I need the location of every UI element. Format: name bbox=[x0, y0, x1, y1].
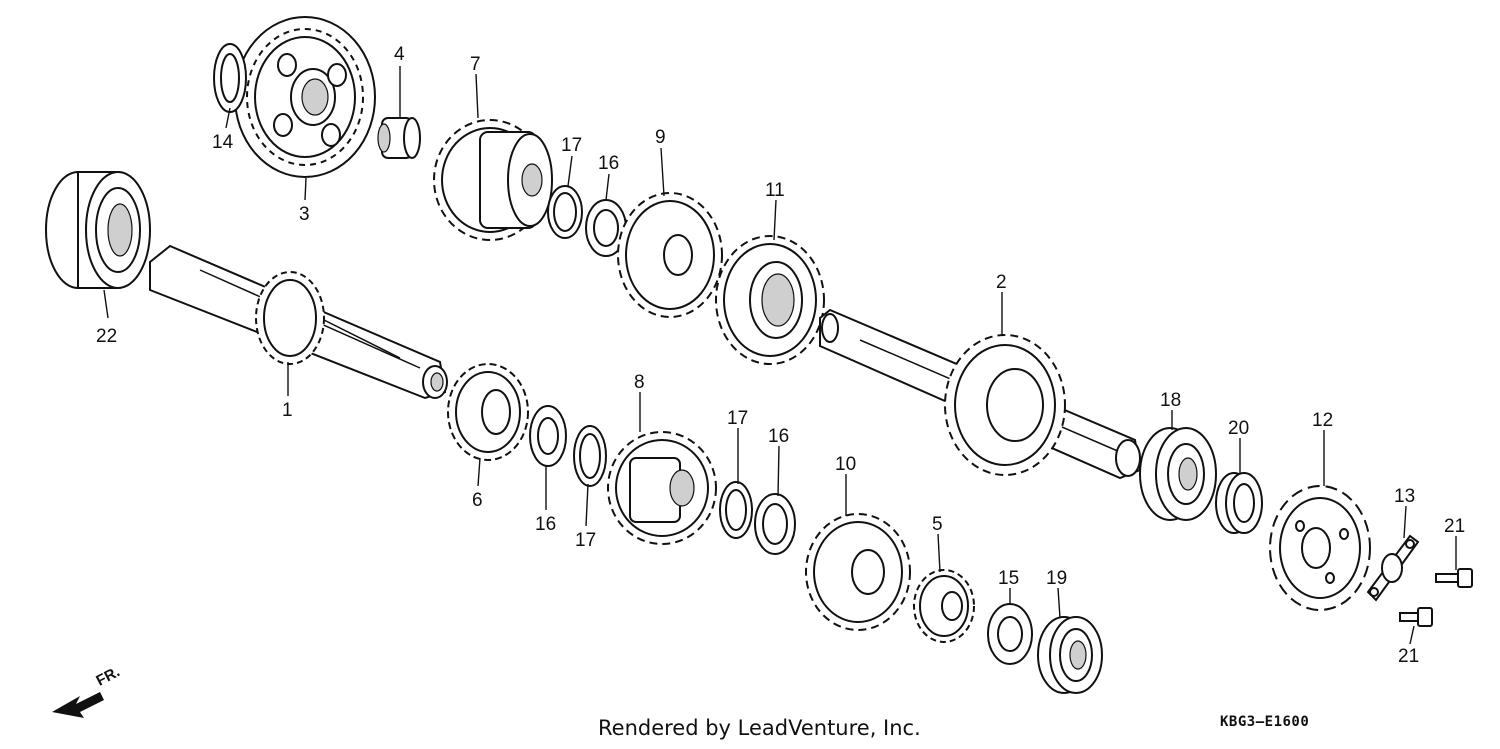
callout-8[interactable]: 8 bbox=[634, 372, 645, 393]
bushing-part-4[interactable] bbox=[377, 117, 421, 159]
callout-18[interactable]: 18 bbox=[1160, 390, 1181, 411]
callout-21-lower[interactable]: 21 bbox=[1398, 646, 1419, 667]
washer-part-16-mid[interactable] bbox=[529, 405, 567, 467]
callout-3[interactable]: 3 bbox=[299, 204, 310, 225]
gear-part-7[interactable] bbox=[433, 119, 553, 241]
gear-part-10[interactable] bbox=[805, 513, 911, 631]
plate-part-13[interactable] bbox=[1366, 534, 1420, 602]
washer-part-16-low[interactable] bbox=[754, 493, 796, 555]
callout-7[interactable]: 7 bbox=[470, 54, 481, 75]
front-arrow-icon bbox=[52, 692, 104, 718]
callout-17-top[interactable]: 17 bbox=[561, 135, 582, 156]
callout-21-upper[interactable]: 21 bbox=[1444, 516, 1465, 537]
sprocket-part-12[interactable] bbox=[1269, 485, 1371, 611]
leader-lines bbox=[103, 66, 1457, 645]
callout-22[interactable]: 22 bbox=[96, 326, 117, 347]
callout-10[interactable]: 10 bbox=[835, 454, 856, 475]
circlip-part-17-low[interactable] bbox=[719, 481, 753, 539]
diagram-code: KBG3–E1600 bbox=[1220, 714, 1310, 730]
callout-5[interactable]: 5 bbox=[932, 514, 943, 535]
callout-2[interactable]: 2 bbox=[996, 272, 1007, 293]
washer-part-15[interactable] bbox=[987, 603, 1033, 665]
callout-16-low[interactable]: 16 bbox=[535, 514, 556, 535]
gear-part-8[interactable] bbox=[607, 431, 717, 545]
callout-11[interactable]: 11 bbox=[765, 180, 785, 201]
bearing-part-22[interactable] bbox=[45, 171, 151, 289]
mainshaft-part-1[interactable] bbox=[149, 244, 448, 400]
callout-14[interactable]: 14 bbox=[212, 132, 234, 153]
callout-16-top[interactable]: 16 bbox=[598, 153, 619, 174]
callout-17-mid[interactable]: 17 bbox=[727, 408, 748, 429]
gear-part-11[interactable] bbox=[715, 235, 825, 365]
callout-20[interactable]: 20 bbox=[1228, 418, 1249, 439]
gear-part-5[interactable] bbox=[913, 569, 975, 643]
credit-text: Rendered by LeadVenture, Inc. bbox=[598, 716, 921, 740]
callout-16-mid[interactable]: 16 bbox=[768, 426, 789, 447]
bolt-part-21-upper[interactable] bbox=[1435, 568, 1473, 588]
callout-9[interactable]: 9 bbox=[655, 127, 666, 148]
seal-part-20[interactable] bbox=[1215, 472, 1263, 534]
bearing-part-18[interactable] bbox=[1139, 427, 1217, 521]
circlip-part-17-top[interactable] bbox=[547, 185, 583, 239]
callout-13[interactable]: 13 bbox=[1394, 486, 1415, 507]
bolt-part-21-lower[interactable] bbox=[1399, 607, 1433, 627]
callout-4[interactable]: 4 bbox=[394, 44, 405, 65]
callout-15[interactable]: 15 bbox=[998, 568, 1019, 589]
countershaft-part-2[interactable] bbox=[819, 308, 1142, 480]
callout-19[interactable]: 19 bbox=[1046, 568, 1067, 589]
callout-6[interactable]: 6 bbox=[472, 490, 483, 511]
circlip-part-17-mid[interactable] bbox=[573, 425, 607, 487]
gear-part-3[interactable] bbox=[234, 16, 376, 178]
bearing-part-19[interactable] bbox=[1037, 616, 1103, 694]
callout-1[interactable]: 1 bbox=[282, 400, 293, 421]
callouts: 14 4 3 7 17 16 9 11 22 1 2 8 17 16 6 16 … bbox=[96, 44, 1465, 667]
gear-part-9[interactable] bbox=[617, 192, 723, 318]
washer-part-14[interactable] bbox=[213, 43, 247, 113]
callout-12[interactable]: 12 bbox=[1312, 410, 1333, 431]
callout-17-low[interactable]: 17 bbox=[575, 530, 596, 551]
gear-part-6[interactable] bbox=[447, 363, 529, 461]
